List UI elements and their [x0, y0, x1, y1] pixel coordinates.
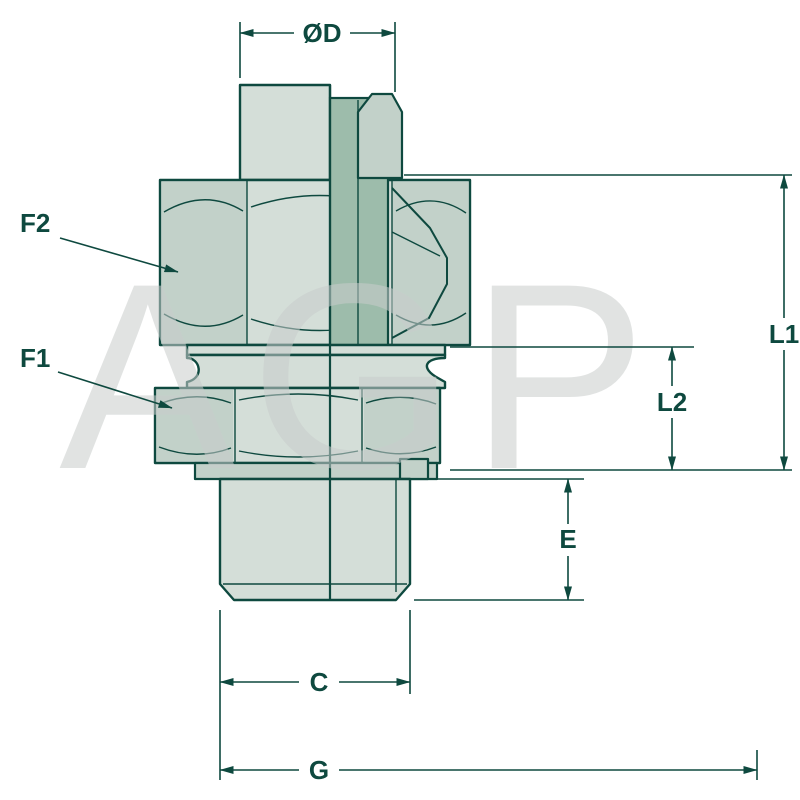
dim-label-c: C — [310, 667, 329, 697]
dim-f1-leader — [57, 371, 173, 409]
dim-e-extension-lines — [414, 478, 584, 601]
dim-label-l1: L1 — [769, 319, 799, 349]
dim-l1: L1 — [404, 174, 800, 471]
dimensions: ØD F2 F1 L1 L2 — [20, 18, 800, 785]
dim-l1-label-bg — [762, 318, 800, 350]
dim-l2: L2 — [450, 346, 696, 471]
lower-hex-chamfer-arcs — [158, 393, 437, 458]
top-collar — [356, 92, 404, 180]
dim-label-g: G — [309, 755, 329, 785]
cone-profile — [391, 187, 448, 339]
lower-hex-right-face — [364, 390, 438, 461]
washer-tab — [398, 457, 430, 481]
dim-e: E — [414, 478, 584, 601]
dim-od: ØD — [239, 18, 396, 92]
fitting-body — [153, 83, 472, 602]
dim-l2-label-bg — [648, 386, 696, 418]
dim-label-e: E — [559, 524, 576, 554]
dim-e-label-bg — [552, 524, 584, 556]
dim-l1-extension-lines — [404, 174, 792, 471]
dim-label-od: ØD — [303, 18, 342, 48]
dim-f2: F2 — [20, 208, 179, 273]
dim-label-f1: F1 — [20, 343, 50, 373]
dim-g-label-bg — [299, 756, 339, 785]
dim-label-f2: F2 — [20, 208, 50, 238]
watermark-text: AGP — [59, 229, 661, 525]
threaded-stud — [218, 477, 412, 602]
dim-f2-leader — [59, 237, 179, 273]
lower-hex-facet-lines — [234, 388, 363, 463]
tube-outline — [238, 83, 332, 182]
groove-profile — [185, 353, 447, 390]
dim-label-l2: L2 — [657, 387, 687, 417]
dim-c-label-bg — [299, 668, 339, 697]
upper-hex-left-face — [162, 182, 247, 343]
upper-hex-chamfer-arcs — [163, 194, 467, 332]
dim-od-label-bg — [294, 18, 350, 48]
thread-relief-lines — [223, 479, 407, 592]
cone-inner-line — [391, 231, 441, 257]
dim-f1: F1 — [20, 343, 173, 409]
dim-g: G — [219, 750, 758, 785]
dim-c: C — [219, 610, 411, 780]
upper-hex-facet-lines — [246, 180, 393, 345]
